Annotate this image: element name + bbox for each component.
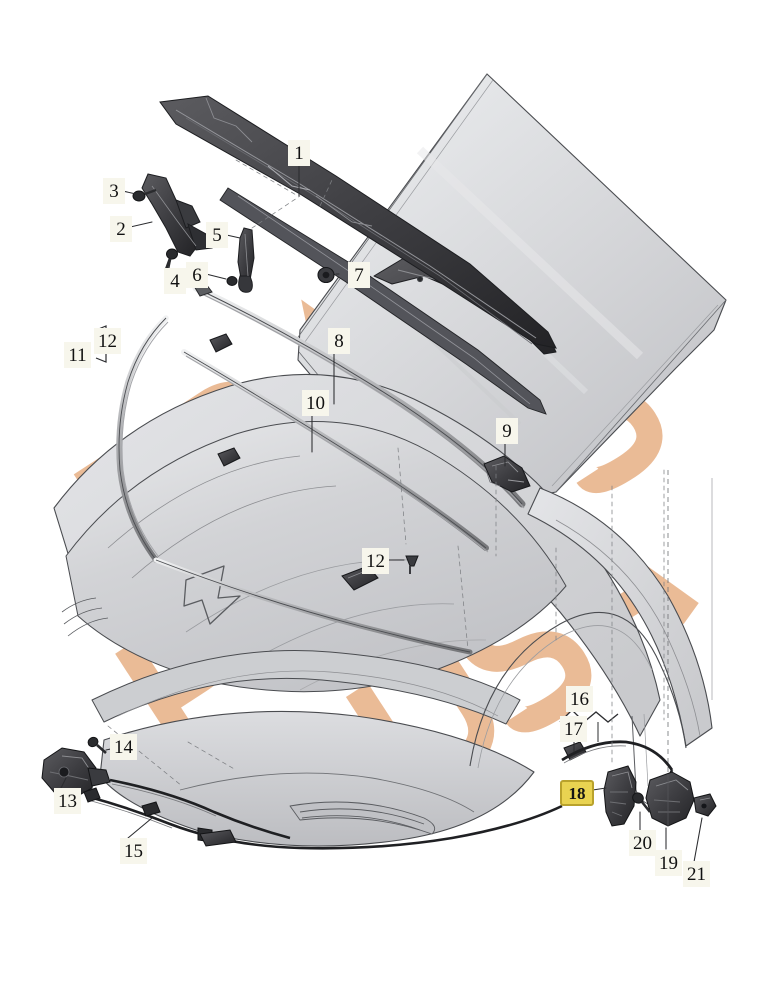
callout-2[interactable]: 2 [110, 216, 132, 242]
clip-12-right [405, 555, 419, 574]
part-hood-hinge-bracket [132, 173, 213, 271]
callout-15[interactable]: 15 [120, 838, 147, 864]
callout-6[interactable]: 6 [186, 262, 208, 288]
part-grommet-plug [317, 266, 335, 284]
part-seal-clips [209, 333, 419, 591]
callout-11[interactable]: 11 [64, 342, 91, 368]
part-hood-seal-lower [181, 349, 489, 553]
part-handle-housing-19 [645, 771, 695, 827]
callout-8[interactable]: 8 [328, 328, 350, 354]
leader-lines [60, 153, 703, 863]
callout-5[interactable]: 5 [206, 222, 228, 248]
clip-12-left [209, 333, 233, 353]
part-latch-and-cable [41, 736, 563, 850]
callout-4[interactable]: 4 [164, 268, 186, 294]
callout-12[interactable]: 12 [94, 328, 121, 354]
callout-13[interactable]: 13 [54, 788, 81, 814]
part-hood-stop-buffer [483, 455, 531, 493]
part-handle-housing-group [632, 771, 717, 827]
headlamp-detail [61, 597, 109, 637]
bracket-16 [559, 709, 619, 723]
callout-19[interactable]: 19 [655, 850, 682, 876]
part-latch-screw-14 [87, 736, 107, 754]
callout-14[interactable]: 14 [110, 734, 137, 760]
callout-21[interactable]: 21 [683, 861, 710, 887]
clip-cowl-a [217, 447, 241, 467]
part-hinge-screw-4 [164, 248, 178, 271]
callout-20[interactable]: 20 [629, 830, 656, 856]
part-cowl-end-bracket [226, 227, 255, 293]
callout-9[interactable]: 9 [496, 418, 518, 444]
part-bracket-nut-6 [226, 276, 238, 286]
callout-16[interactable]: 16 [566, 686, 593, 712]
part-handle-screw-20 [632, 792, 652, 813]
callout-12-second[interactable]: 12 [362, 548, 389, 574]
front-fender-right [469, 470, 713, 812]
part-release-cable-15 [83, 778, 563, 850]
callout-7[interactable]: 7 [348, 262, 370, 288]
brand-badge-cupra [183, 565, 241, 625]
callout-18-highlighted[interactable]: 18 [560, 780, 594, 806]
callout-1[interactable]: 1 [288, 140, 310, 166]
callout-10[interactable]: 10 [302, 390, 329, 416]
part-seal-group [95, 315, 473, 655]
part-cable-grommet-21 [693, 793, 717, 817]
callout-17[interactable]: 17 [560, 716, 587, 742]
callout-3[interactable]: 3 [103, 178, 125, 204]
part-hood-latch-13 [41, 747, 111, 799]
lower-grille [289, 801, 436, 835]
part-release-handle-lever-18 [603, 765, 637, 827]
